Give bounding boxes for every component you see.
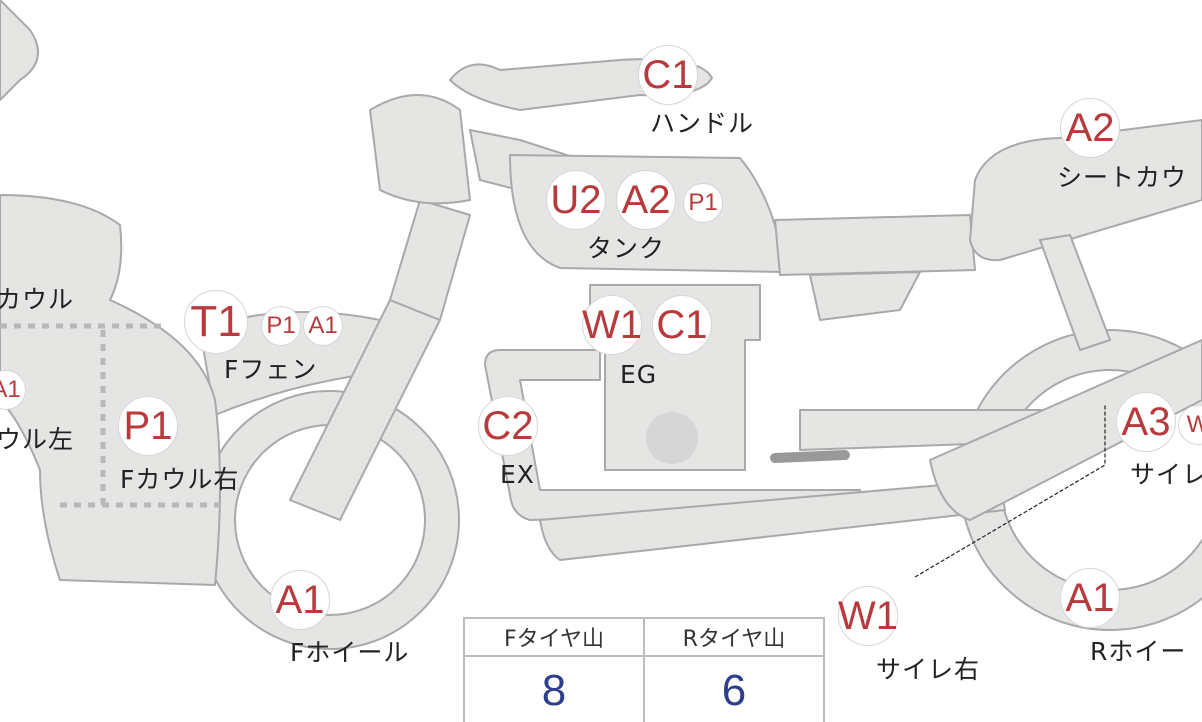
headlight	[369, 94, 471, 205]
badge-f-fender-a1: A1	[303, 306, 343, 346]
badge-tank-p1: P1	[683, 183, 723, 223]
value-rear-tyre: 6	[643, 655, 825, 722]
label-f-cowl-left: ウル左	[0, 425, 75, 454]
label-f-cowl-right: Fカウル右	[120, 465, 240, 494]
badge-silencer-right-w1: W1	[838, 586, 898, 646]
seat-cowl	[969, 119, 1202, 262]
label-r-wheel: Rホイー	[1090, 637, 1187, 666]
label-f-fender: Fフェン	[224, 355, 318, 384]
badge-f-fender-t1: T1	[184, 290, 248, 354]
badge-engine-w1: W1	[582, 295, 642, 355]
badge-exhaust-c2: C2	[478, 396, 538, 456]
badge-tank-u2: U2	[546, 170, 606, 230]
label-tank: タンク	[587, 234, 666, 263]
tyre-tread-table: Fタイヤ山 Rタイヤ山 8 6	[463, 617, 825, 722]
label-exhaust: EX	[500, 460, 535, 489]
label-engine: EG	[620, 360, 658, 389]
front-cowl	[0, 194, 221, 586]
badge-f-cowl-right-p1: P1	[118, 396, 178, 456]
label-f-cowl: カウル	[0, 285, 75, 314]
value-front-tyre: 8	[463, 655, 645, 722]
seat	[774, 214, 976, 276]
label-silencer-left: サイレ	[1130, 460, 1202, 489]
header-front-tyre: Fタイヤ山	[463, 617, 645, 657]
badge-r-wheel-a1: A1	[1060, 568, 1120, 628]
badge-tank-a2: A2	[616, 170, 676, 230]
badge-seat-cowl-a2: A2	[1060, 98, 1120, 158]
header-rear-tyre: Rタイヤ山	[643, 617, 825, 657]
badge-silencer-left-a3: A3	[1116, 392, 1176, 452]
label-silencer-right: サイレ右	[876, 655, 981, 684]
badge-f-wheel-a1: A1	[270, 570, 330, 630]
badge-engine-c1: C1	[652, 295, 712, 355]
label-f-wheel: Fホイール	[290, 638, 410, 667]
badge-f-fender-p1: P1	[261, 306, 301, 346]
label-handle: ハンドル	[650, 109, 755, 138]
badge-handle-c1: C1	[638, 45, 698, 105]
label-seat-cowl: シートカウ	[1057, 163, 1188, 192]
